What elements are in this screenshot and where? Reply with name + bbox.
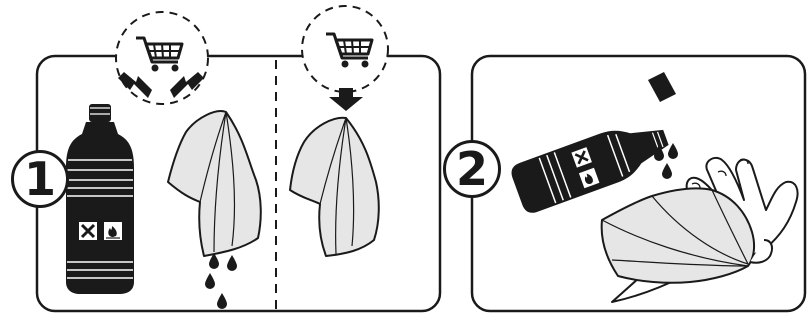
step-number-1: 1 (11, 150, 69, 208)
cart-badge-left (116, 12, 208, 104)
flame-icon (104, 222, 122, 240)
harmful-x-icon (79, 222, 97, 240)
cart-badge-right (302, 6, 388, 92)
step-number-2: 2 (443, 140, 501, 198)
